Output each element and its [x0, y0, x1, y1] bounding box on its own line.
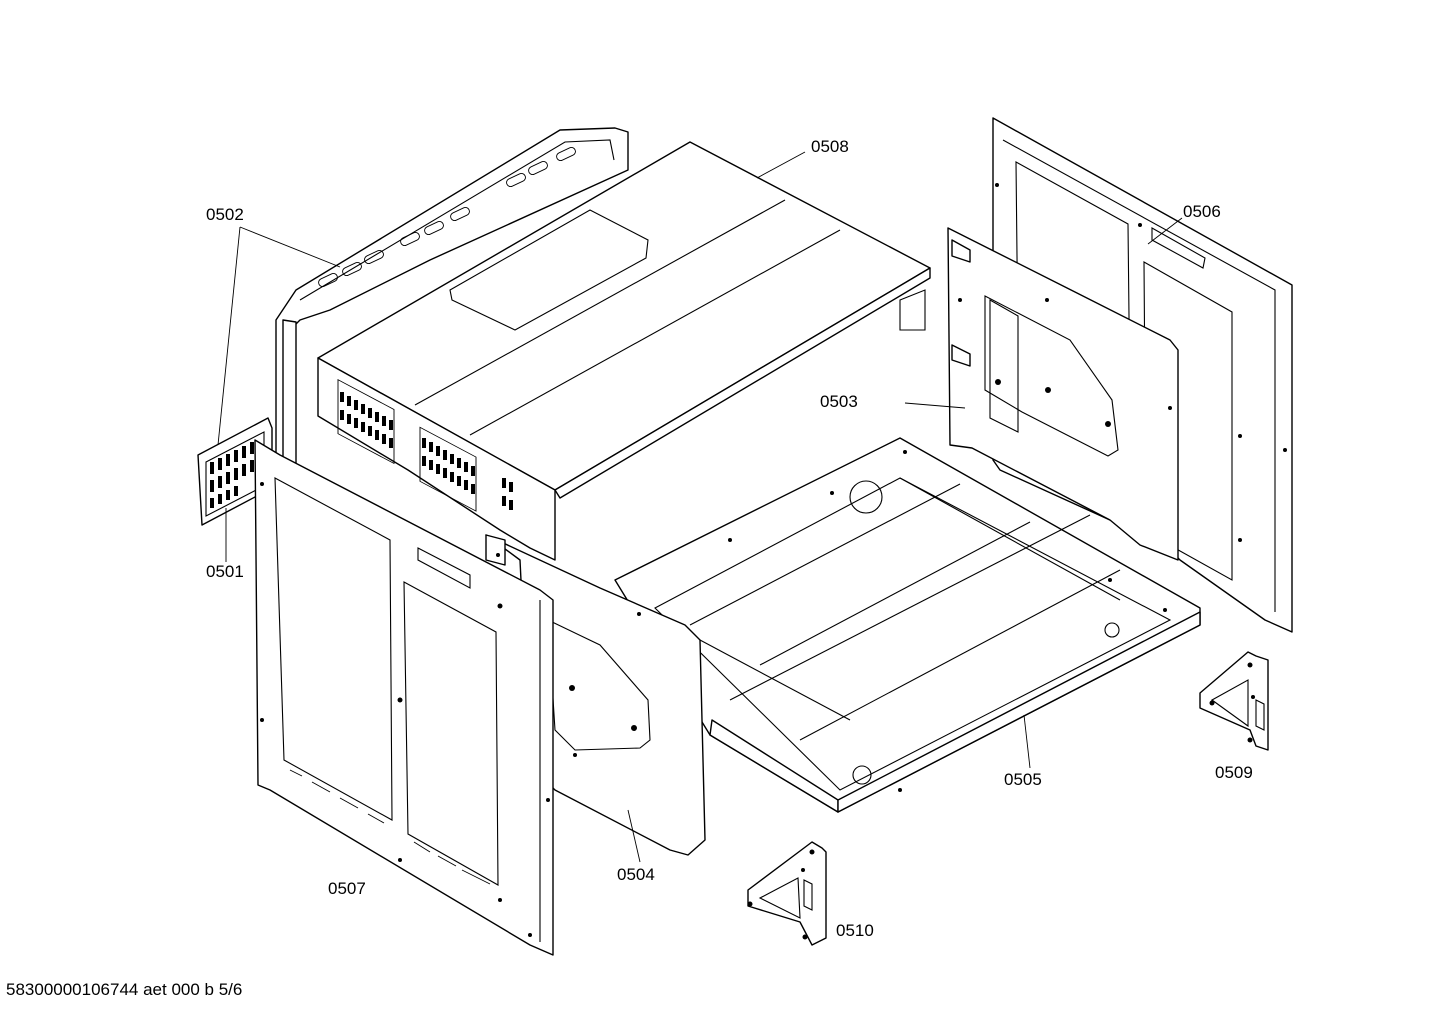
label-0502: 0502 — [206, 205, 244, 224]
label-0503: 0503 — [820, 392, 858, 411]
part-0508-top-cover — [317, 141, 931, 561]
label-0507: 0507 — [328, 879, 366, 898]
label-0505: 0505 — [1004, 770, 1042, 789]
label-0504: 0504 — [617, 865, 655, 884]
label-0506: 0506 — [1183, 202, 1221, 221]
label-0508: 0508 — [811, 137, 849, 156]
label-0509: 0509 — [1215, 763, 1253, 782]
label-0501: 0501 — [206, 562, 244, 581]
part-0502-rear-cover — [275, 127, 629, 479]
drawing-reference: 58300000106744 aet 000 b 5/6 — [6, 980, 243, 999]
part-0510-bracket — [747, 841, 827, 946]
part-0507-left-side-panel — [254, 439, 554, 956]
part-0505-base-frame — [614, 437, 1201, 813]
leader-lines — [217, 151, 1183, 863]
part-0503-right-shelf-support — [947, 227, 1179, 561]
label-0510: 0510 — [836, 921, 874, 940]
part-0509-bracket — [1199, 651, 1269, 751]
part-labels: 0502 0508 0506 0503 0501 0505 0509 0504 … — [206, 137, 1253, 940]
